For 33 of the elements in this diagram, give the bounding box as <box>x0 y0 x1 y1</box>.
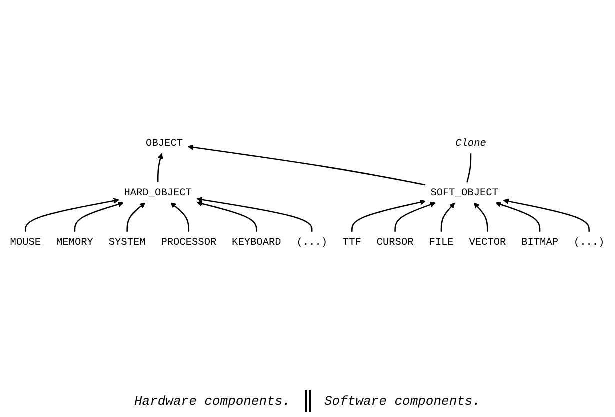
node-text: Clone <box>456 137 486 149</box>
arrow <box>188 144 426 186</box>
node-text: SYSTEM <box>108 236 146 248</box>
connector <box>466 153 472 182</box>
node-text: BITMAP <box>522 236 559 248</box>
node-text: PROCESSOR <box>161 236 217 248</box>
arrow <box>196 200 258 232</box>
node-text: VECTOR <box>469 236 506 248</box>
node-text: OBJECT <box>146 137 184 149</box>
arrow <box>170 202 190 232</box>
section-label: Software components. <box>324 394 481 408</box>
arrow <box>126 202 146 232</box>
arrow <box>25 198 120 232</box>
node-text: HARD_OBJECT <box>124 186 192 198</box>
node-text: CURSOR <box>376 236 414 248</box>
arrow <box>503 198 590 232</box>
arrow <box>352 199 426 232</box>
node-text: KEYBOARD <box>232 236 282 248</box>
arrow <box>440 202 456 232</box>
arrow <box>474 202 488 232</box>
arrow <box>496 202 541 232</box>
arrow <box>74 202 124 232</box>
node-text: SOFT_OBJECT <box>430 186 498 198</box>
node-text: MOUSE <box>10 236 42 248</box>
node-text: (...) <box>296 236 328 248</box>
node-text: FILE <box>429 236 454 248</box>
arrow <box>157 153 164 182</box>
arrow <box>394 202 436 232</box>
section-label: Hardware components. <box>134 394 290 408</box>
node-text: TTF <box>342 236 362 248</box>
node-text: MEMORY <box>56 236 94 248</box>
arrow <box>196 196 313 232</box>
node-text: (...) <box>574 236 605 248</box>
